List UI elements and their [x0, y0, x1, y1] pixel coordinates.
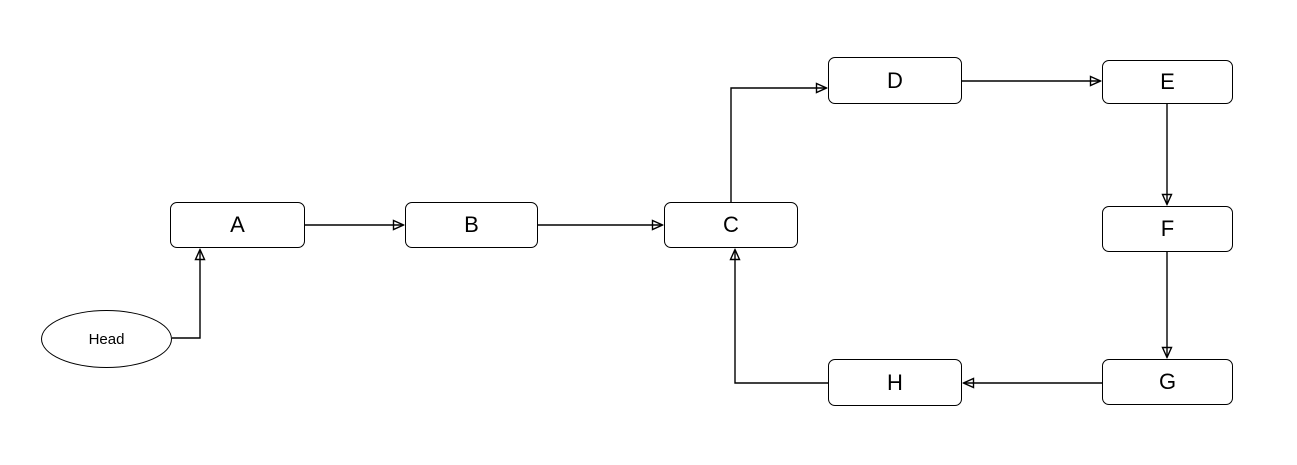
node-c-label: C — [723, 212, 739, 237]
node-g-label: G — [1158, 369, 1177, 394]
edge-head-a — [172, 250, 200, 339]
node-b-label: B — [464, 212, 479, 237]
edge-c-d — [730, 88, 826, 202]
node-a-label: A — [230, 212, 245, 237]
node-a: A — [170, 202, 305, 248]
node-h: H — [828, 359, 962, 406]
node-e: E — [1102, 60, 1233, 104]
node-g: G — [1102, 359, 1233, 405]
node-head-label: Head — [88, 330, 125, 348]
edge-h-c — [735, 250, 828, 384]
node-h-label: H — [887, 369, 903, 395]
node-c: C — [664, 202, 798, 248]
node-e-label: E — [1160, 69, 1175, 94]
node-d-label: D — [887, 67, 903, 93]
node-b: B — [405, 202, 538, 248]
node-head: Head — [41, 310, 172, 368]
node-f: F — [1102, 206, 1233, 252]
node-d: D — [828, 57, 962, 104]
node-f-label: F — [1160, 216, 1175, 241]
